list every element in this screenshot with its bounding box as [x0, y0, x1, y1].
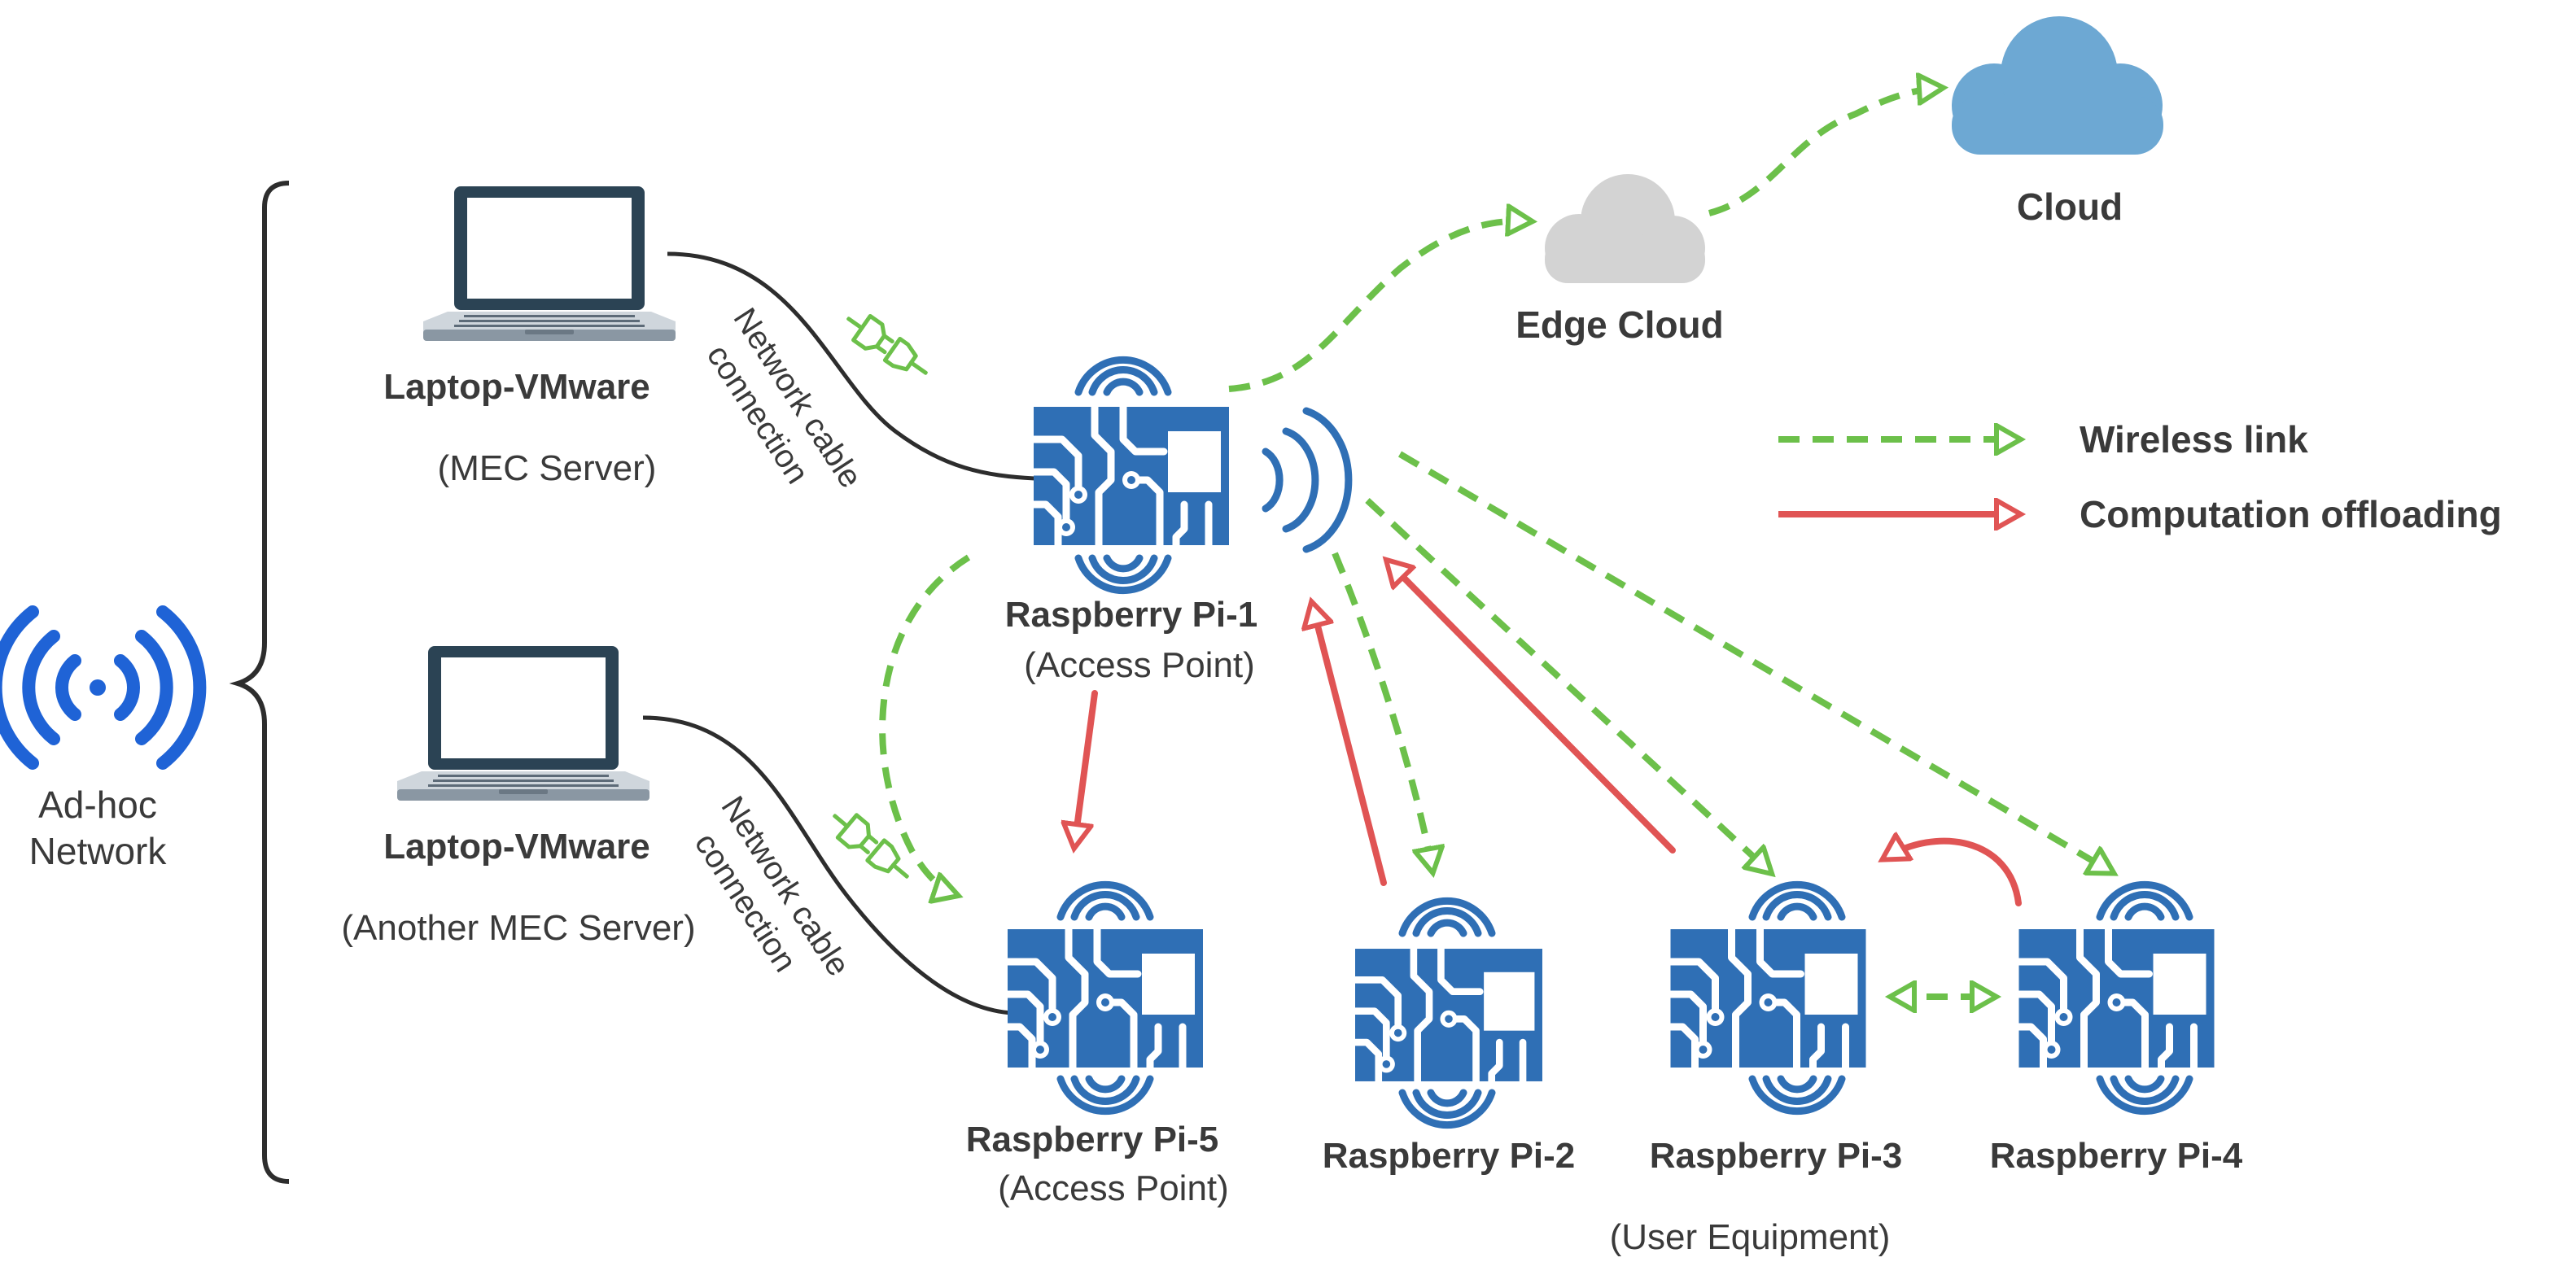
- edge-cloud-label: Edge Cloud: [1515, 303, 1724, 346]
- laptop2-name: Laptop-VMware: [383, 827, 650, 867]
- laptop1-role: (MEC Server): [438, 448, 657, 488]
- pi1-role: (Access Point): [1024, 645, 1255, 685]
- signal-arcs-icon: [2100, 884, 2189, 917]
- signal-arcs-icon: [1061, 884, 1150, 917]
- network-cable: [642, 715, 1014, 1015]
- adhoc-label-line1: Ad-hoc: [38, 784, 157, 826]
- cloud-icon: [1545, 174, 1705, 283]
- laptop-icon: [397, 646, 649, 801]
- signal-arcs-icon: [1402, 901, 1492, 933]
- signal-arcs-icon: [1752, 1079, 1842, 1111]
- signal-arcs-icon: [1061, 1079, 1150, 1111]
- legend-wireless-label: Wireless link: [2080, 418, 2308, 461]
- raspberry-pi-board-icon: [1351, 945, 1542, 1085]
- legend: Wireless link Computation offloading: [1778, 418, 2502, 535]
- wireless-link: [1397, 451, 2112, 872]
- adhoc-brace: [229, 181, 290, 1184]
- wireless-broadcast-icon: [1262, 407, 1353, 553]
- plug-icon: [825, 805, 916, 888]
- wireless-link: [879, 554, 971, 895]
- signal-arcs-icon: [1078, 360, 1168, 392]
- offloading-link: [1884, 841, 2022, 906]
- offloading-link: [1312, 604, 1387, 886]
- legend-offloading-label: Computation offloading: [2080, 493, 2502, 535]
- raspberry-pi-board-icon: [2015, 925, 2215, 1072]
- signal-arcs-icon: [1752, 884, 1842, 917]
- signal-arcs-icon: [2100, 1079, 2189, 1111]
- wifi-broadcast-icon: [0, 605, 207, 770]
- pi4-name: Raspberry Pi-4: [1990, 1136, 2243, 1176]
- adhoc-label-line2: Network: [29, 830, 168, 872]
- wireless-link: [1708, 88, 1941, 216]
- wireless-link: [1365, 498, 1770, 872]
- signal-arcs-icon: [1402, 1093, 1492, 1125]
- pi3-role: (User Equipment): [1610, 1217, 1891, 1257]
- network-cable: [667, 251, 1036, 481]
- laptop1-name: Laptop-VMware: [383, 367, 650, 407]
- cloud-icon: [1952, 16, 2163, 155]
- raspberry-pi-board-icon: [1004, 925, 1203, 1072]
- pi2-name: Raspberry Pi-2: [1323, 1136, 1576, 1176]
- pi5-name: Raspberry Pi-5: [966, 1120, 1219, 1159]
- laptop2-role: (Another MEC Server): [341, 908, 695, 948]
- plug-icon: [840, 307, 934, 385]
- wireless-link: [1332, 552, 1432, 871]
- raspberry-pi-board-icon: [1667, 925, 1866, 1072]
- cloud-label: Cloud: [2017, 186, 2123, 228]
- raspberry-pi-board-icon: [1030, 403, 1229, 549]
- pi5-role: (Access Point): [998, 1168, 1229, 1208]
- pi1-name: Raspberry Pi-1: [1005, 595, 1258, 635]
- offloading-link: [1074, 690, 1098, 846]
- wireless-link: [1228, 221, 1530, 392]
- laptop-icon: [423, 186, 676, 341]
- offloading-link: [1388, 561, 1676, 854]
- signal-arcs-icon: [1078, 558, 1168, 591]
- pi3-name: Raspberry Pi-3: [1650, 1136, 1903, 1176]
